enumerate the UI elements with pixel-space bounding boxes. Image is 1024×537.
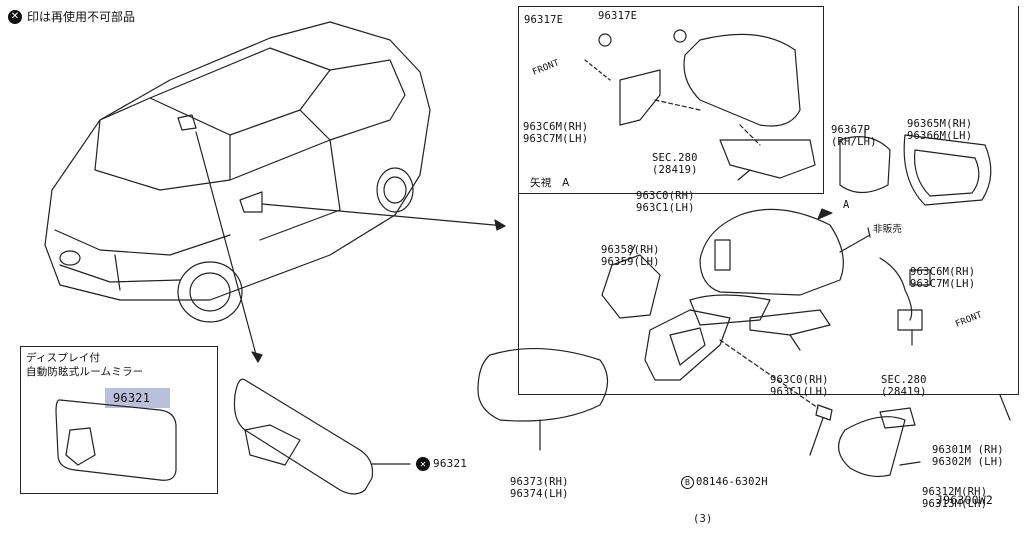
part-label-sec280-top: SEC.280(28419) [652, 152, 698, 176]
view-label: 矢視 A [530, 177, 570, 189]
part-label-96317e-b: 96317E [598, 10, 638, 22]
part-label-sec280-right: SEC.280(28419) [881, 374, 927, 398]
part-label-96312m: 96312M(RH)96313M(LH) [922, 486, 988, 510]
part-label-96367p: 96367P(RH/LH) [831, 124, 877, 148]
part-label-963c0-top: 963C0(RH)963C1(LH) [636, 190, 695, 214]
inset-box [20, 346, 218, 494]
not-sold-label: 非販売 [873, 224, 903, 235]
legend: ✕ 印は再使用不可部品 [8, 8, 135, 25]
part-number-highlight [105, 388, 170, 408]
diagram-code: J96300W2 [936, 493, 993, 507]
part-label-963c6m-right: 963C6M(RH)963C7M(LH) [910, 266, 976, 290]
x-circle-icon: ✕ [8, 9, 22, 24]
main-detail-box [518, 6, 1019, 395]
part-label-963c6m-top: 963C6M(RH)963C7M(LH) [523, 121, 589, 145]
part-label-96301m: 96301M (RH)96302M (LH) [932, 444, 1004, 468]
part-label-96317e-a: 96317E [524, 14, 564, 26]
inset-title-2: 自動防眩式ルームミラー [26, 366, 144, 378]
parts-diagram-art [44, 21, 1011, 495]
x-circle-icon: ✕ [416, 457, 430, 471]
main-left-edge [518, 192, 519, 394]
circled-b-icon: B [681, 476, 694, 489]
inset-part-number: 96321 [113, 391, 151, 405]
callout-96321: 96321 [433, 457, 468, 470]
part-label-96365m: 96365M(RH)96366M(LH) [907, 118, 973, 142]
car-illustration [44, 21, 431, 323]
part-label-96373: 96373(RH)96374(LH) [510, 476, 569, 500]
part-label-96358: 96358(RH)96359(LH) [601, 244, 660, 268]
view-arrow-label: A [843, 199, 850, 211]
legend-text: 印は再使用不可部品 [27, 10, 136, 24]
top-detail-box [518, 6, 824, 194]
part-label-963c0-mid: 963C0(RH)963C1(LH) [770, 374, 829, 398]
inset-title-1: ディスプレイ付 [26, 352, 101, 364]
